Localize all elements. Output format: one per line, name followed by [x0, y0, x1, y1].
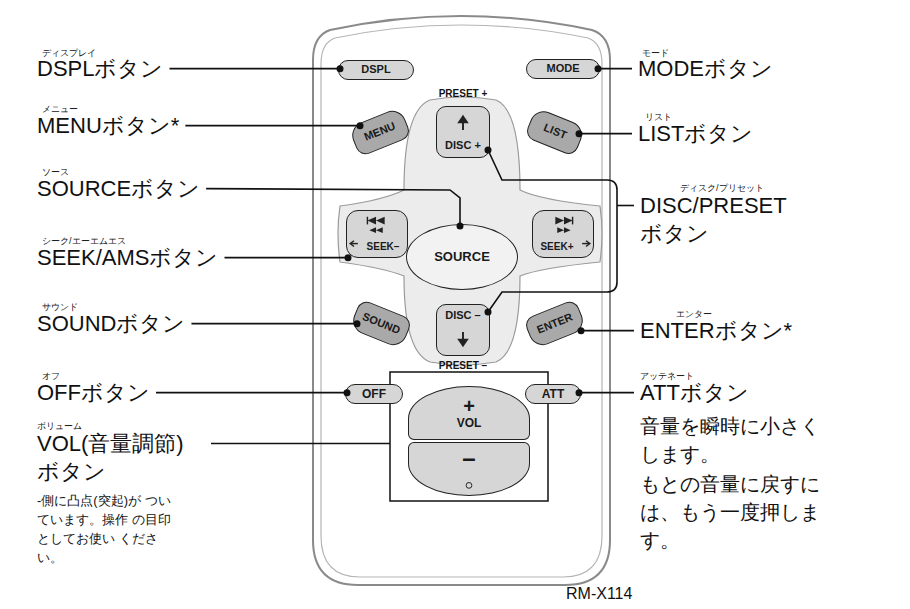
remote-button: DISC +	[436, 106, 490, 158]
callout-label: SOURCEボタン	[37, 176, 200, 201]
furigana: サウンド	[42, 302, 78, 312]
furigana: ボリューム	[37, 421, 82, 431]
remote-button: DISC –	[436, 304, 490, 356]
button-label: OFF	[362, 388, 386, 401]
button-label: SOURCE	[434, 250, 490, 264]
furigana: ソース	[42, 167, 69, 177]
callout-label: MENUボタン*	[37, 113, 179, 138]
furigana: リスト	[645, 112, 672, 122]
button-label: SEEK–	[367, 242, 400, 253]
remote-button: SOUND	[349, 299, 413, 350]
callout-label: LISTボタン	[638, 121, 753, 146]
remote-button: SOURCE	[406, 224, 518, 290]
remote-button: +VOL	[408, 386, 530, 440]
leader-dot	[457, 223, 464, 230]
button-label: VOL	[457, 417, 482, 430]
button-label: ENTER	[536, 312, 575, 337]
remote-button: ENTER	[523, 299, 587, 350]
button-label: MODE	[547, 63, 580, 75]
leader-line	[224, 257, 348, 259]
callout-label: SEEK/AMSボタン	[37, 245, 218, 270]
remote-button: MODE	[526, 59, 600, 79]
note-text: もとの音量に戻すに は、もう一度押しま す。	[640, 470, 836, 554]
remote-button: OFF	[345, 384, 403, 404]
button-label: SEEK+	[540, 242, 573, 253]
leader-dot	[485, 309, 492, 316]
remote-inner-outline	[321, 25, 602, 577]
leader-dot	[357, 122, 364, 129]
leader-dot	[595, 65, 602, 72]
remote-button: LIST	[524, 107, 586, 157]
leader-dot	[576, 130, 583, 137]
preset-mark: PRESET +	[439, 88, 488, 100]
button-label: DSPL	[361, 64, 390, 76]
leader-line	[206, 189, 460, 226]
model-name: RM-X114	[566, 585, 632, 603]
furigana: シーク/エーエムエス	[42, 236, 126, 246]
button-label: +	[463, 396, 475, 417]
furigana: アッテネート	[640, 371, 694, 381]
callout-label: DISC/PRESET ボタン	[640, 192, 810, 247]
furigana: ディスク/プリセット	[680, 183, 764, 193]
leader-line	[191, 323, 357, 325]
remote-button: –	[408, 442, 530, 496]
remote-button: MENU	[348, 107, 412, 158]
leader-line	[579, 133, 632, 135]
button-label: DISC –	[445, 310, 480, 322]
preset-mark: PRESET –	[439, 360, 487, 372]
button-label: SOUND	[360, 311, 401, 337]
leader-dot	[354, 320, 361, 327]
control-pad	[338, 97, 602, 365]
leader-dot	[345, 254, 352, 261]
leader-dot	[485, 147, 492, 154]
button-label: LIST	[542, 122, 568, 142]
furigana: エンター	[676, 309, 712, 319]
leader-dot	[576, 389, 583, 396]
note-text: 音量を瞬時に小さく します。	[640, 412, 836, 468]
leader-line	[617, 205, 634, 207]
callout-label: DSPLボタン	[37, 56, 163, 81]
leader-dot	[337, 65, 344, 72]
leader-line	[598, 68, 632, 70]
button-label: MENU	[363, 121, 397, 144]
remote-button: SEEK–	[346, 210, 408, 258]
leader-dot	[578, 327, 585, 334]
furigana: メニュー	[42, 104, 78, 114]
callout-label: OFFボタン	[37, 380, 150, 405]
callout-label: MODEボタン	[638, 56, 773, 81]
remote-button: ATT	[525, 384, 581, 404]
leader-line	[156, 392, 347, 394]
leader-line	[579, 392, 634, 394]
leader-line	[581, 330, 634, 332]
leader-dot	[344, 389, 351, 396]
leader-bracket	[488, 150, 617, 312]
note-text: -側に凸点(突起)が ついています。操作 の目印としてお使い ください。	[37, 492, 171, 567]
callout-label: ENTERボタン*	[640, 318, 792, 343]
leader-line	[169, 68, 340, 70]
callout-label: ATTボタン	[640, 380, 749, 405]
remote-button: DSPL	[338, 60, 414, 80]
remote-button: SEEK+	[532, 210, 594, 258]
remote-outline	[313, 16, 610, 585]
furigana: オフ	[42, 371, 60, 381]
callout-label: SOUNDボタン	[37, 311, 185, 336]
callout-label: VOL(音量調節) ボタン	[37, 430, 205, 485]
button-label: –	[462, 445, 475, 470]
button-label: ATT	[542, 388, 564, 401]
leader-line	[185, 125, 360, 127]
button-label: DISC +	[445, 140, 481, 152]
leader-line	[211, 443, 390, 445]
